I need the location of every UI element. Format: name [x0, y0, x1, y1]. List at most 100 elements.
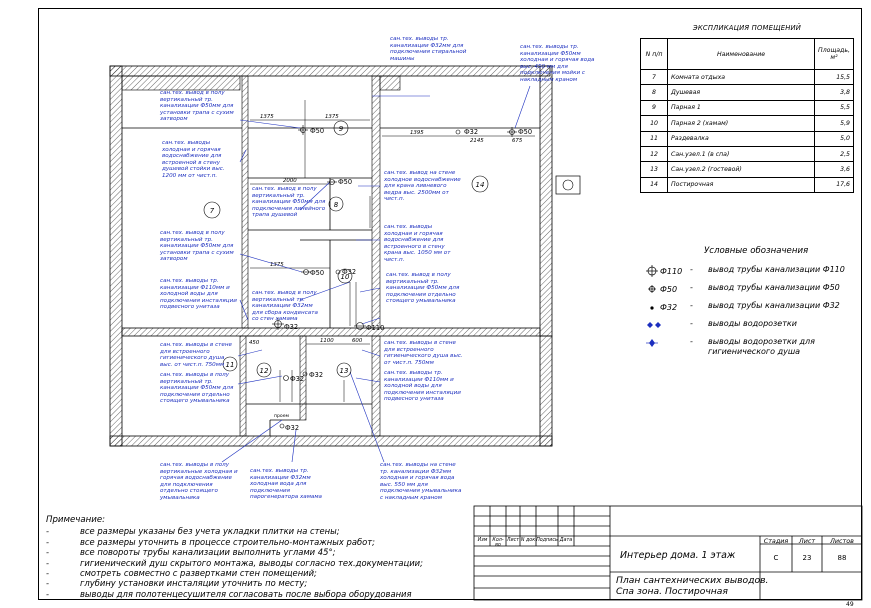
pipe-symbols	[272, 125, 517, 429]
page-number: 49	[846, 601, 854, 608]
dimension-lines	[246, 100, 535, 402]
tb-col-list: Лист	[506, 538, 520, 543]
note-item: -выводы для полотенцесушителя согласоват…	[46, 588, 412, 599]
sheets-value: 88	[837, 554, 847, 562]
svg-text:1375: 1375	[325, 114, 339, 120]
svg-text:Ф50: Ф50	[660, 285, 677, 294]
legend: Условные обозначения Ф110 - вывод трубы …	[646, 246, 858, 363]
callout-shower-stand: сан.тех. выводы холодная и горячая водос…	[162, 140, 225, 179]
sheet-value: 23	[802, 554, 812, 562]
svg-text:11: 11	[226, 361, 235, 369]
svg-text:Ф50: Ф50	[310, 269, 324, 277]
explication-title: ЭКСПЛИКАЦИЯ ПОМЕЩЕНИЙ	[692, 24, 802, 32]
sheets-label: Листов	[830, 537, 854, 545]
partitions	[122, 127, 540, 436]
drawing-frame	[38, 8, 862, 600]
notes: Примечание: -все размеры указаны без уче…	[46, 515, 466, 599]
legend-item: - выводы водорозетки	[646, 319, 858, 337]
svg-text:Ф32: Ф32	[284, 323, 298, 331]
callout-basin-1: сан.тех. вывод в полу вертикальный тр. к…	[386, 272, 460, 305]
callout-basin-2: сан.тех. выводы в полу вертикальный тр. …	[160, 372, 234, 405]
legend-item: Ф32 - вывод трубы канализации Ф32	[646, 301, 858, 319]
svg-text:Ф32: Ф32	[309, 371, 323, 379]
svg-text:1375: 1375	[270, 262, 284, 268]
room-number-texts: 7 8 9 10 11 12 13 14	[210, 125, 485, 375]
notes-title: Примечание:	[46, 515, 106, 525]
svg-text:Ф32: Ф32	[342, 268, 356, 276]
callout-sink: сан.тех. выводы тр. канализации Ф50мм хо…	[520, 44, 595, 83]
pipe-32-icon: Ф32	[650, 303, 677, 312]
callout-toilet-2: сан.тех. выводы тр. канализации Ф110мм и…	[384, 370, 461, 403]
svg-text:8: 8	[334, 201, 339, 209]
water-outlet-icon	[647, 322, 661, 328]
note-item: -смотреть совместно с развертками стен п…	[46, 568, 317, 579]
pipe-50-icon: Ф50	[648, 285, 677, 294]
sheet-title: План сантехнических выводов. Спа зона. П…	[616, 575, 769, 597]
svg-text:1375: 1375	[260, 114, 274, 120]
leader-lines	[221, 85, 531, 463]
tb-col-date: Дата	[559, 538, 573, 543]
svg-text:600: 600	[352, 338, 363, 344]
svg-text:Ф32: Ф32	[285, 424, 299, 432]
stage-value: С	[773, 554, 779, 562]
callout-washing-machine: сан.тех. выводы тр. канализации Ф32мм дл…	[390, 36, 467, 62]
svg-text:1100: 1100	[320, 338, 334, 344]
tb-col-sign: Подпись	[536, 538, 558, 543]
stage-label: Стадия	[763, 537, 789, 545]
svg-text:450: 450	[249, 340, 260, 346]
svg-text:14: 14	[476, 181, 485, 189]
svg-text:2000: 2000	[283, 178, 297, 184]
note-item: -гигиенический душ скрытого монтажа, выв…	[46, 557, 423, 568]
svg-text:7: 7	[210, 207, 215, 215]
door-label: проем	[274, 414, 290, 419]
callout-toilet-1: сан.тех. выводы тр. канализации Ф110мм и…	[160, 278, 237, 311]
svg-text:Ф32: Ф32	[290, 375, 304, 383]
svg-text:Ф32: Ф32	[660, 303, 677, 312]
callout-drain-1: сан.тех. вывод в полу вертикальный тр. к…	[160, 90, 234, 123]
dimension-texts: 1375 1375 1395 2145 675 2000 1375 450 11…	[249, 114, 523, 346]
room-markers	[203, 120, 489, 378]
callout-basin-floor: сан.тех. выводы в полу вертикальные холо…	[160, 462, 238, 501]
svg-text:10: 10	[341, 273, 350, 281]
svg-text:Ф50: Ф50	[518, 128, 532, 136]
svg-text:2145: 2145	[470, 138, 484, 144]
callout-condensate: сан.тех. вывод в полу вертикальный тр. к…	[252, 290, 318, 323]
title-block-lines	[473, 505, 863, 601]
svg-text:9: 9	[339, 125, 344, 133]
callout-wall-tap: сан.тех. выводы холодная и горячая водос…	[384, 224, 451, 263]
hygienic-shower-icon	[646, 339, 658, 347]
note-item: -глубину установки инсталяции уточнить п…	[46, 578, 308, 589]
note-item: -все размеры уточнить в процессе строите…	[46, 536, 375, 547]
callout-hygienic-2: сан.тех. выводы в стене для встроенного …	[384, 340, 463, 366]
sheet-label: Лист	[798, 537, 816, 545]
tb-col-kol: Кол-во	[492, 538, 504, 548]
svg-text:Ф50: Ф50	[338, 178, 352, 186]
svg-text:Ф110: Ф110	[366, 324, 384, 332]
rooms-explication: ЭКСПЛИКАЦИЯ ПОМЕЩЕНИЙ N п/п Наименование…	[640, 24, 854, 194]
svg-text:675: 675	[512, 138, 523, 144]
callout-hygienic-1: сан.тех. выводы в стене для встроенного …	[160, 342, 232, 368]
callout-drain-2: сан.тех. вывод в полу вертикальный тр. к…	[160, 230, 234, 263]
callout-bucket: сан.тех. вывод на стене холодное водосна…	[384, 170, 461, 203]
svg-text:12: 12	[260, 367, 269, 375]
note-item: -все повороты трубы канализации выполнит…	[46, 547, 336, 558]
legend-item: - выводы водорозетки для гигиенического …	[646, 337, 858, 363]
callout-wall-basin: сан.тех. выводы на стене тр. канализации…	[380, 462, 462, 501]
project-title: Интерьер дома. 1 этаж	[620, 550, 736, 561]
tb-col-izm: Изм	[477, 538, 488, 543]
pipe-labels: Ф50 Ф32 Ф50 Ф50 Ф32 Ф50 Ф32 Ф110 Ф32 Ф32…	[284, 127, 532, 432]
svg-text:Ф32: Ф32	[464, 128, 478, 136]
svg-text:Ф50: Ф50	[310, 127, 324, 135]
svg-text:1395: 1395	[410, 130, 424, 136]
legend-item: Ф110 - вывод трубы канализации Ф110	[646, 265, 858, 283]
